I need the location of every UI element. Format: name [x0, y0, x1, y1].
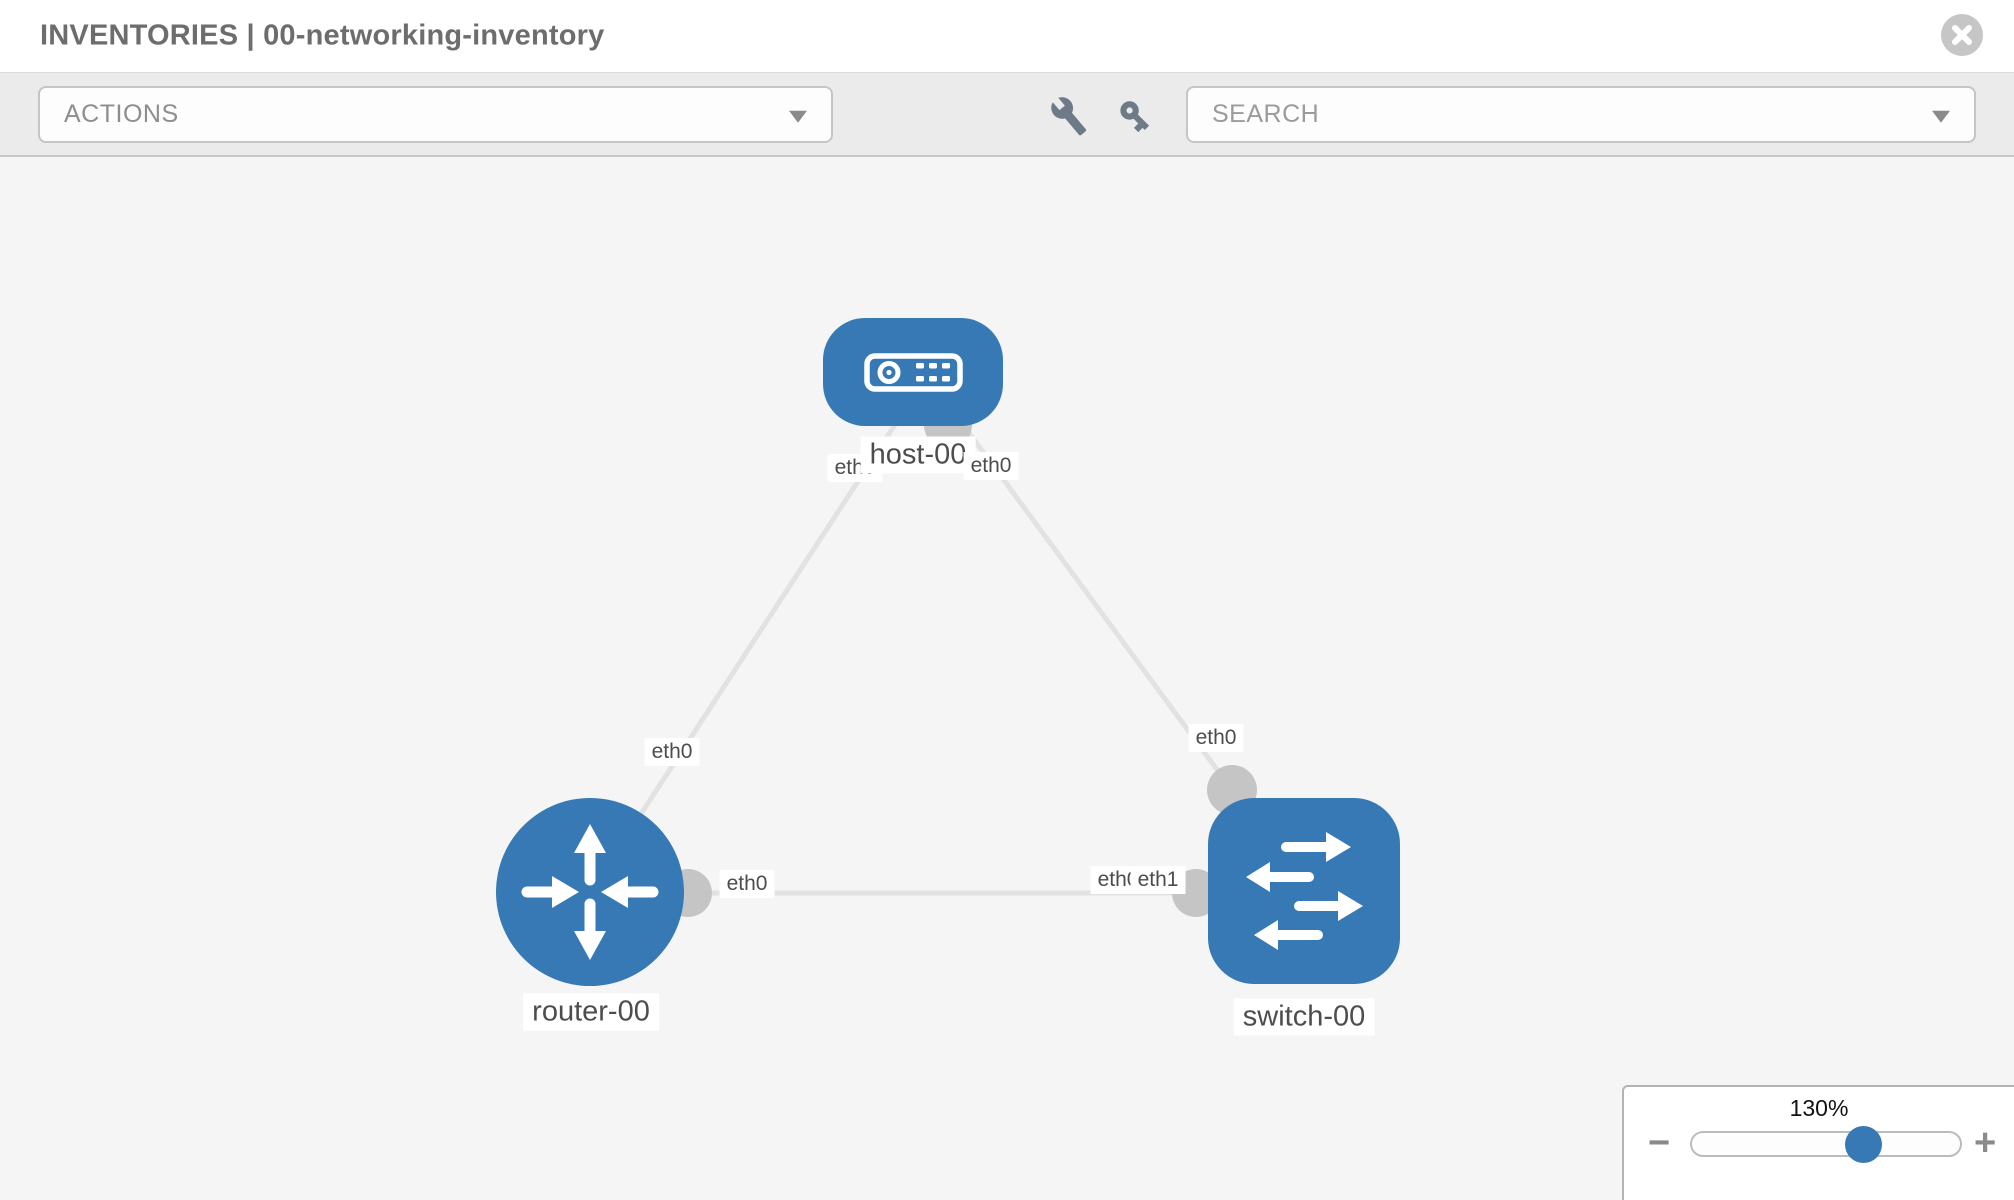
node-host-00[interactable] [823, 318, 1003, 426]
actions-dropdown[interactable]: ACTIONS [38, 86, 833, 143]
node-label-host-00: host-00 [860, 436, 976, 474]
toolbar: ACTIONS SEARCH [0, 72, 2014, 157]
interface-label: eth0 [644, 738, 700, 766]
node-label-router-00: router-00 [523, 993, 659, 1031]
credentials-button[interactable] [1112, 93, 1158, 139]
zoom-out-button[interactable]: − [1648, 1122, 1671, 1164]
router-icon [521, 824, 659, 960]
host-icon [864, 353, 963, 392]
wrench-icon [1051, 97, 1087, 136]
chevron-down-icon [789, 110, 807, 123]
tools-button[interactable] [1046, 93, 1092, 139]
zoom-in-button[interactable]: + [1974, 1122, 1997, 1164]
key-icon [1120, 101, 1150, 133]
interface-label: eth0 [719, 870, 775, 898]
interface-label: eth0 [1188, 724, 1244, 752]
zoom-level-value: 130% [1789, 1095, 1849, 1121]
zoom-slider-handle[interactable] [1845, 1126, 1882, 1163]
topology-canvas[interactable]: eth0 host-00 eth0 eth0 eth0 eth0 eth0 et… [0, 157, 2014, 1200]
page-title: INVENTORIES | 00-networking-inventory [40, 19, 605, 52]
interface-label: eth0 [963, 452, 1019, 480]
node-router-00[interactable] [496, 798, 684, 986]
search-dropdown[interactable]: SEARCH [1186, 86, 1976, 143]
switch-icon [1246, 832, 1363, 950]
actions-dropdown-label: ACTIONS [64, 100, 179, 128]
interface-label: eth1 [1130, 866, 1186, 894]
close-icon [1952, 25, 1972, 45]
search-dropdown-label: SEARCH [1212, 100, 1320, 128]
node-label-switch-00: switch-00 [1233, 998, 1375, 1036]
zoom-control-panel: 130% − + [1622, 1085, 2014, 1200]
node-switch-00[interactable] [1208, 798, 1400, 984]
header: INVENTORIES | 00-networking-inventory [0, 0, 2014, 72]
chevron-down-icon [1932, 110, 1950, 123]
close-button[interactable] [1941, 14, 1983, 56]
zoom-slider-track[interactable] [1690, 1131, 1962, 1157]
